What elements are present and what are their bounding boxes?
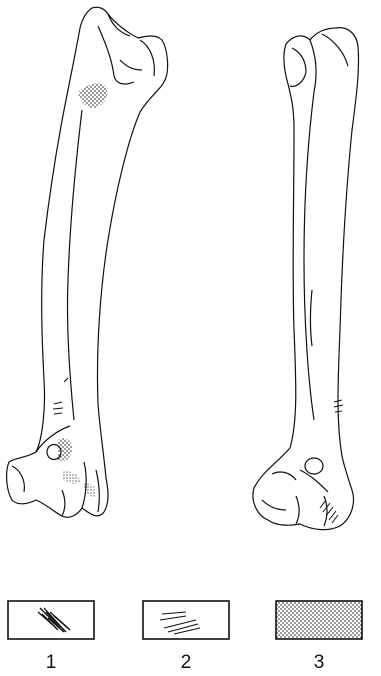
legend-label-3: 3 (314, 652, 325, 673)
left-bone-drawing (7, 7, 168, 517)
legend-swatch-3 (276, 601, 362, 639)
legend-label-1: 1 (46, 652, 57, 673)
legend: 1 2 3 (8, 601, 362, 673)
right-bone-drawing (253, 28, 359, 530)
legend-swatch-1 (8, 601, 94, 639)
legend-label-2: 2 (181, 652, 192, 673)
legend-swatch-2 (143, 601, 229, 639)
